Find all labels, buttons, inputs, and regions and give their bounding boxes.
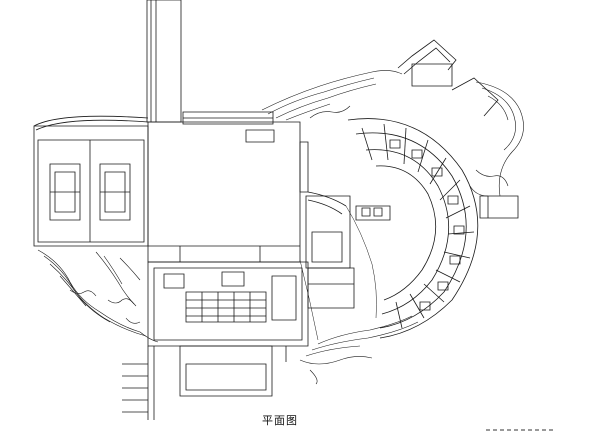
terrain-contours-left bbox=[38, 250, 158, 342]
link-corridor bbox=[306, 192, 390, 308]
bottom-wing bbox=[122, 346, 286, 420]
plan-caption: 平面图 bbox=[262, 414, 298, 427]
curved-room-wing bbox=[348, 119, 478, 338]
scale-bar bbox=[486, 428, 556, 432]
northeast-entry bbox=[398, 40, 518, 218]
terrain-contours-top bbox=[262, 70, 402, 120]
pool-complex bbox=[148, 262, 308, 346]
site-boundary bbox=[300, 206, 377, 340]
tower-block bbox=[147, 0, 181, 122]
terrain-contours-right bbox=[300, 82, 524, 384]
central-hall bbox=[148, 112, 308, 262]
tennis-court-block bbox=[34, 116, 148, 246]
